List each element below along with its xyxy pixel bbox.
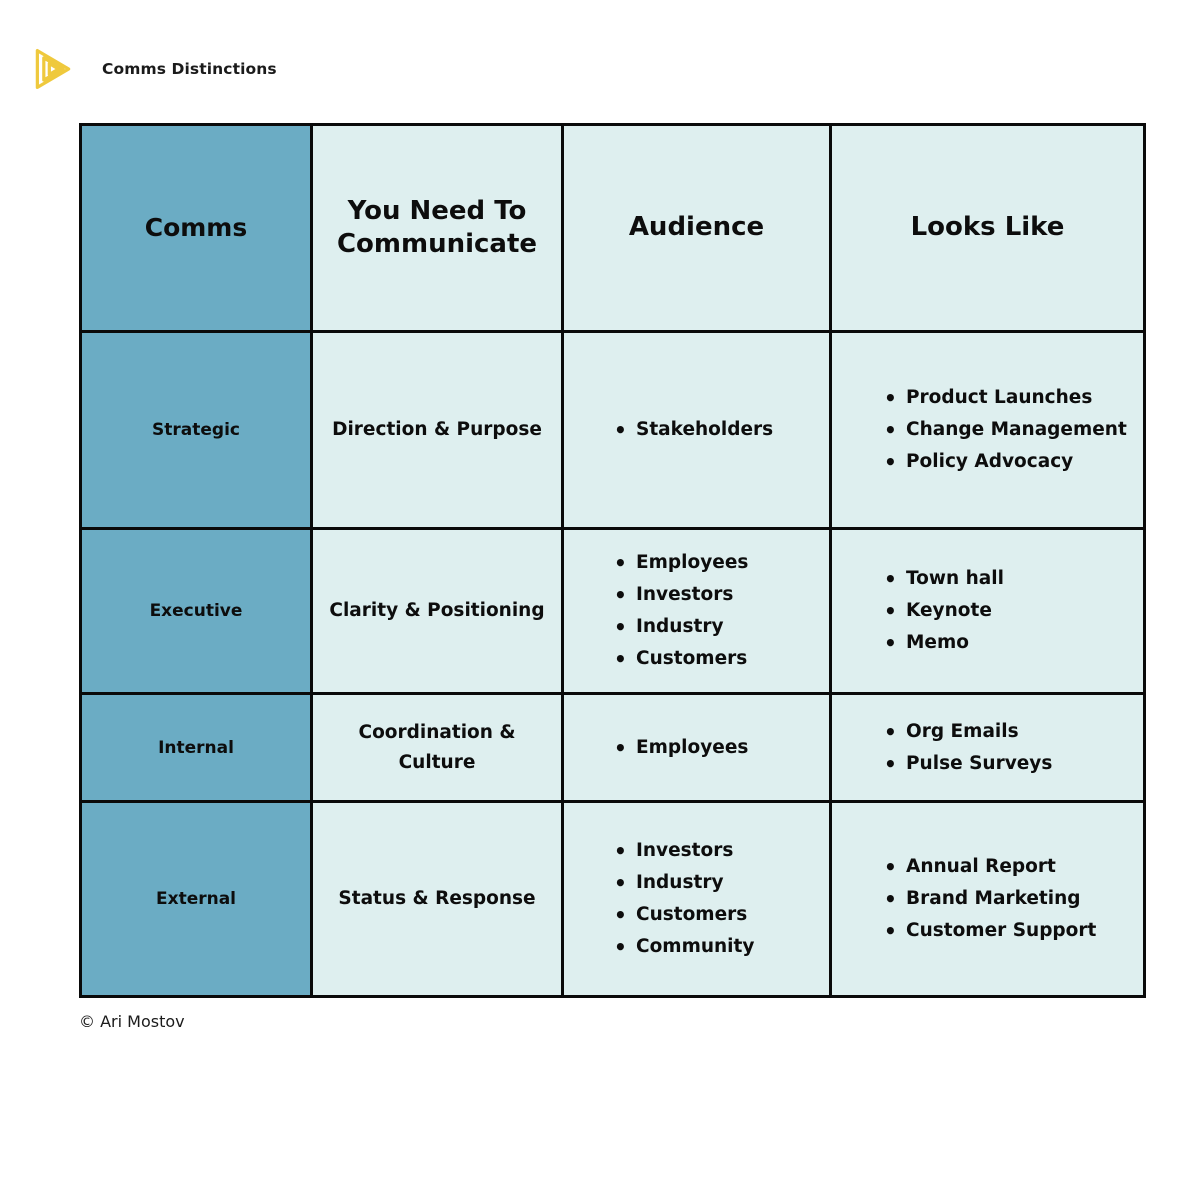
list-item: Annual Report — [884, 850, 1143, 884]
list-item: Town hall — [884, 562, 1143, 596]
category-cell-strategic: Strategic — [79, 330, 313, 530]
category-label: Internal — [158, 737, 234, 758]
list-item: Change Management — [884, 413, 1143, 447]
audience-cell-external: Investors Industry Customers Community — [561, 800, 832, 998]
looks-like-cell-executive: Town hall Keynote Memo — [829, 527, 1146, 695]
audience-cell-internal: Employees — [561, 692, 832, 803]
category-cell-executive: Executive — [79, 527, 313, 695]
category-label: Executive — [149, 601, 243, 621]
looks-like-cell-external: Annual Report Brand Marketing Customer S… — [829, 800, 1146, 998]
table-header-row: Comms You Need To Communicate Audience L… — [79, 123, 1146, 333]
list-item: Customers — [614, 898, 829, 932]
table-row: Executive Clarity & Positioning Employee… — [79, 527, 1146, 695]
list-item: Pulse Surveys — [884, 747, 1143, 781]
need-text: Status & Response — [338, 888, 536, 910]
header-label-comms: Comms — [144, 213, 248, 242]
need-text: Coordination & Culture — [358, 721, 516, 773]
table-row: Internal Coordination & Culture Employee… — [79, 692, 1146, 803]
audience-cell-executive: Employees Investors Industry Customers — [561, 527, 832, 695]
list-item: Product Launches — [884, 381, 1143, 415]
audience-list: Employees — [564, 731, 829, 765]
category-label: Strategic — [152, 420, 240, 440]
brand-title: Comms Distinctions — [102, 60, 277, 78]
list-item: Keynote — [884, 594, 1143, 628]
table-row: External Status & Response Investors Ind… — [79, 800, 1146, 998]
copyright-credit: © Ari Mostov — [79, 1012, 185, 1031]
table-row: Strategic Direction & Purpose Stakeholde… — [79, 330, 1146, 530]
looks-like-list: Product Launches Change Management Polic… — [832, 381, 1143, 479]
category-cell-external: External — [79, 800, 313, 998]
list-item: Customer Support — [884, 914, 1143, 948]
category-label: External — [155, 889, 237, 909]
looks-like-list: Org Emails Pulse Surveys — [832, 715, 1143, 781]
comms-distinctions-matrix: Comms You Need To Communicate Audience L… — [79, 123, 1146, 998]
list-item: Employees — [614, 546, 829, 580]
need-text: Direction & Purpose — [332, 419, 542, 441]
need-text: Clarity & Positioning — [329, 600, 545, 622]
list-item: Investors — [614, 578, 829, 612]
category-cell-internal: Internal — [79, 692, 313, 803]
audience-cell-strategic: Stakeholders — [561, 330, 832, 530]
nested-play-triangle-icon — [35, 48, 71, 90]
need-cell-internal: Coordination & Culture — [310, 692, 564, 803]
list-item: Industry — [614, 866, 829, 900]
list-item: Industry — [614, 610, 829, 644]
need-cell-external: Status & Response — [310, 800, 564, 998]
header-label-audience: Audience — [628, 212, 765, 243]
audience-list: Employees Investors Industry Customers — [564, 546, 829, 676]
need-cell-strategic: Direction & Purpose — [310, 330, 564, 530]
brand-header: Comms Distinctions — [30, 44, 277, 94]
looks-like-list: Annual Report Brand Marketing Customer S… — [832, 850, 1143, 948]
header-label-looks-like: Looks Like — [910, 212, 1065, 243]
audience-list: Stakeholders — [564, 413, 829, 447]
list-item: Org Emails — [884, 715, 1143, 749]
list-item: Customers — [614, 642, 829, 676]
header-cell-audience: Audience — [561, 123, 832, 333]
audience-list: Investors Industry Customers Community — [564, 834, 829, 964]
list-item: Community — [614, 930, 829, 964]
looks-like-cell-internal: Org Emails Pulse Surveys — [829, 692, 1146, 803]
list-item: Stakeholders — [614, 413, 829, 447]
list-item: Memo — [884, 626, 1143, 660]
header-cell-need: You Need To Communicate — [310, 123, 564, 333]
header-cell-comms: Comms — [79, 123, 313, 333]
list-item: Policy Advocacy — [884, 445, 1143, 479]
need-cell-executive: Clarity & Positioning — [310, 527, 564, 695]
looks-like-cell-strategic: Product Launches Change Management Polic… — [829, 330, 1146, 530]
looks-like-list: Town hall Keynote Memo — [832, 562, 1143, 660]
header-label-need: You Need To Communicate — [336, 195, 538, 259]
list-item: Employees — [614, 731, 829, 765]
header-cell-looks-like: Looks Like — [829, 123, 1146, 333]
list-item: Investors — [614, 834, 829, 868]
list-item: Brand Marketing — [884, 882, 1143, 916]
